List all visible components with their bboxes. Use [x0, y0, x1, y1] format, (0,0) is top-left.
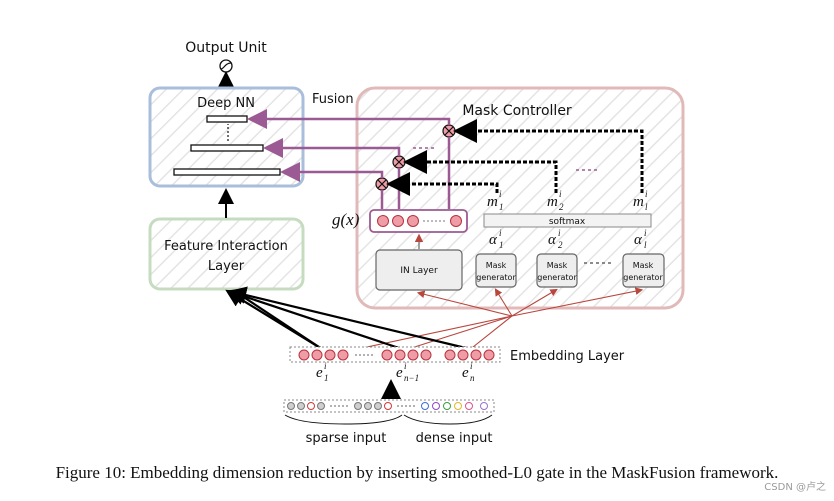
svg-text:n−1: n−1 — [404, 373, 419, 383]
alpha2-label: α i 2 — [548, 228, 563, 250]
svg-text:i: i — [645, 189, 648, 199]
svg-text:α: α — [489, 232, 498, 248]
e1-label: e i 1 — [316, 361, 329, 383]
svg-text:l: l — [644, 240, 647, 250]
svg-text:m: m — [633, 194, 644, 210]
svg-text:i: i — [644, 228, 647, 238]
fusion-arrow-1 — [247, 109, 451, 129]
mask-generator-label: generator — [537, 273, 577, 282]
gx-nodes — [377, 215, 462, 227]
sparse-input-label: sparse input — [306, 431, 387, 446]
svg-text:i: i — [499, 189, 502, 199]
mask-generator-box — [536, 253, 578, 288]
svg-text:n: n — [470, 373, 475, 383]
fusion-label: Fusion — [312, 92, 354, 107]
svg-text:i: i — [470, 361, 473, 371]
deep-nn-label: Deep NN — [197, 96, 255, 111]
m2-label: m i 2 — [547, 189, 564, 212]
svg-text:α: α — [634, 232, 643, 248]
feature-interaction-box — [148, 217, 305, 291]
input-nodes — [287, 402, 488, 410]
mask-generator-label: generator — [623, 273, 663, 282]
mask-generator-box — [622, 253, 665, 288]
gx-label: g(x) — [332, 210, 360, 229]
svg-text:2: 2 — [558, 240, 563, 250]
svg-text:m: m — [547, 194, 558, 210]
svg-text:1: 1 — [324, 373, 329, 383]
mask-generator-label: Mask — [633, 261, 654, 270]
svg-text:e: e — [462, 365, 469, 381]
figure-caption: Figure 10: Embedding dimension reduction… — [55, 463, 779, 482]
alpha1-label: α i 1 — [489, 228, 504, 250]
svg-text:e: e — [396, 365, 403, 381]
fusion-arrow-3 — [280, 162, 384, 182]
deep-nn-layer-2 — [190, 144, 264, 152]
dense-input-label: dense input — [416, 431, 493, 446]
mask-arrow-1 — [386, 172, 499, 196]
sigmoid-icon — [219, 59, 233, 73]
embedding-nodes — [298, 349, 495, 361]
multiply-icon — [442, 124, 456, 138]
svg-text:i: i — [559, 189, 562, 199]
embedding-layer-label: Embedding Layer — [510, 349, 625, 364]
svg-text:α: α — [548, 232, 557, 248]
en-label: e i n — [462, 361, 475, 383]
svg-text:1: 1 — [499, 202, 504, 212]
svg-text:1: 1 — [499, 240, 504, 250]
mask-generator-box — [475, 253, 517, 288]
fusion-arrow-2 — [263, 138, 401, 158]
multiply-icon — [392, 155, 406, 169]
m1-label: m i 1 — [487, 189, 504, 212]
mask-arrow-l — [453, 119, 644, 193]
sparse-brace — [284, 414, 403, 425]
softmax-bar — [483, 213, 652, 228]
in-layer-box — [375, 249, 463, 291]
ml-label: m i l — [633, 189, 648, 212]
mask-generator-label: Mask — [486, 261, 507, 270]
embedding-to-fi-arrows — [225, 286, 471, 351]
svg-text:i: i — [324, 361, 327, 371]
en1-label: e i n−1 — [396, 361, 419, 383]
svg-text:i: i — [499, 228, 502, 238]
svg-text:e: e — [316, 365, 323, 381]
svg-text:l: l — [645, 202, 648, 212]
deep-nn-layer-1 — [206, 115, 248, 123]
mask-generator-label: generator — [476, 273, 516, 282]
watermark: CSDN @卢之 — [764, 482, 826, 493]
mask-arrow-2 — [403, 150, 558, 193]
svg-text:i: i — [404, 361, 407, 371]
dense-brace — [403, 414, 493, 425]
deep-nn-layer-3 — [173, 168, 281, 176]
svg-text:i: i — [558, 228, 561, 238]
mask-controller-label: Mask Controller — [462, 103, 572, 119]
svg-text:m: m — [487, 194, 498, 210]
feature-interaction-label-1: Feature Interaction — [164, 239, 288, 254]
feature-interaction-label-2: Layer — [208, 259, 245, 274]
mask-generator-label: Mask — [547, 261, 568, 270]
multiply-icon — [375, 177, 389, 191]
output-unit-label: Output Unit — [185, 40, 267, 56]
softmax-label: softmax — [549, 217, 586, 227]
in-layer-label: IN Layer — [400, 266, 438, 276]
alphal-label: α i l — [634, 228, 647, 250]
svg-text:2: 2 — [559, 202, 564, 212]
